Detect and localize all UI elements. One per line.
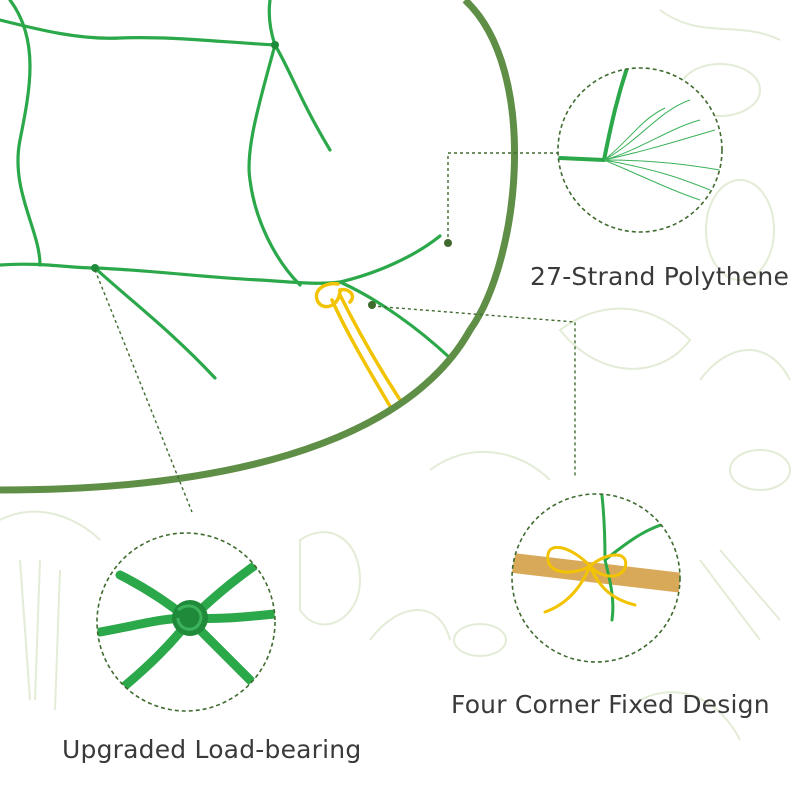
- connector-dot: [444, 239, 452, 247]
- vegetable-sketch-background: [0, 9, 791, 741]
- corner-feature-label: Four Corner Fixed Design: [451, 690, 770, 719]
- corner-detail-image: [512, 494, 680, 662]
- load-bearing-feature-label: Upgraded Load-bearing: [62, 735, 362, 764]
- strand-detail-ring: [557, 67, 723, 233]
- main-view-border: [0, 0, 518, 494]
- knot-detail-ring: [96, 532, 276, 712]
- connector-lines: [94, 152, 576, 513]
- corner-detail-ring: [511, 493, 681, 663]
- knot-detail-image: [97, 533, 275, 711]
- strand-detail-image: [558, 68, 722, 232]
- connector-dot: [368, 301, 376, 309]
- strand-feature-label: 27-Strand Polythene: [530, 262, 790, 291]
- main-net-view: [0, 0, 515, 490]
